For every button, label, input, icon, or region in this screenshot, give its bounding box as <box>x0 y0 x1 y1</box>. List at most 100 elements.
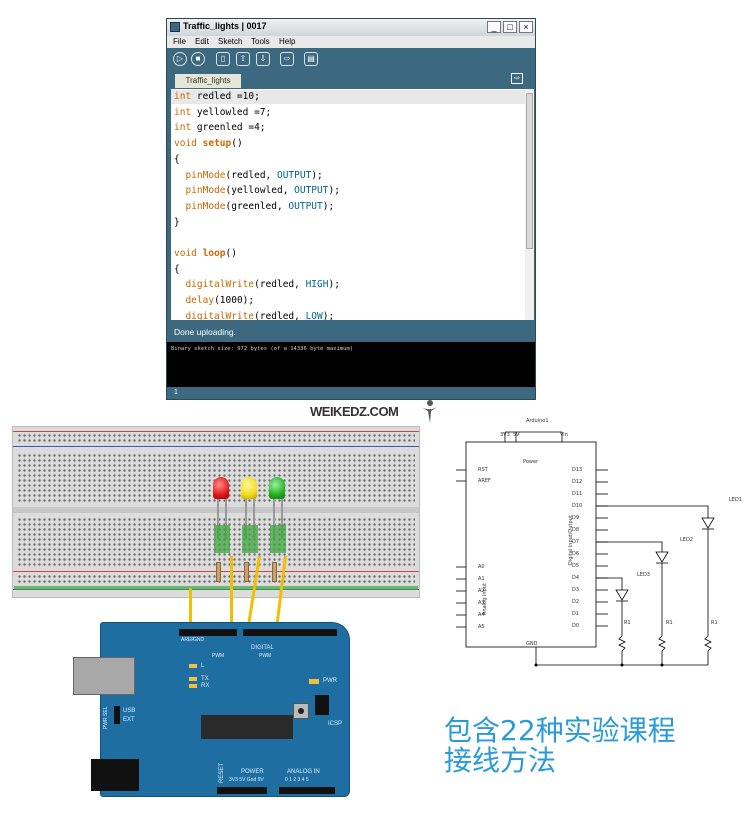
led-leg <box>225 499 227 539</box>
schematic-pin-label: D2 <box>572 599 580 605</box>
serial-monitor-icon[interactable]: ▤ <box>304 52 318 66</box>
pwr-led <box>309 679 319 684</box>
rx-led <box>189 684 197 688</box>
led3-label: LED3 <box>637 572 650 578</box>
power-label: Power <box>523 459 539 465</box>
menu-sketch[interactable]: Sketch <box>218 37 243 46</box>
code-line: pinMode(redled, OUTPUT); <box>185 169 323 181</box>
maximize-button[interactable]: □ <box>503 21 517 33</box>
gnd-label: GND <box>526 641 538 647</box>
wire-red <box>230 556 233 634</box>
title-bar[interactable]: Traffic_lights | 0017 _ □ × <box>167 19 535 36</box>
code-line: void setup() <box>174 138 243 150</box>
caption: 包含22种实验课程 接线方法 <box>444 716 676 776</box>
reset-button[interactable] <box>293 703 309 719</box>
tx-led <box>189 677 197 681</box>
code-editor[interactable]: int redled =10;int yellowled =7;int gree… <box>171 89 525 320</box>
save-icon[interactable]: ⇩ <box>256 52 270 66</box>
tab-menu-arrow-icon[interactable]: ⇨ <box>511 73 523 84</box>
gnd-label: GND <box>193 637 205 643</box>
arduino-ide-window: Traffic_lights | 0017 _ □ × File Edit Sk… <box>166 18 536 400</box>
minimize-button[interactable]: _ <box>487 21 501 33</box>
watermark-logo: WEIKEDZ.COM <box>310 404 399 419</box>
editor-scrollbar[interactable] <box>525 89 534 320</box>
digital-header-low <box>243 629 337 636</box>
line-number: 1 <box>174 389 178 396</box>
analog-in-label: ANALOG IN <box>287 769 320 775</box>
pwm-label: PWM <box>259 653 272 659</box>
l-led <box>189 664 197 668</box>
resistor-label: R1 <box>666 620 673 626</box>
code-line: { <box>174 153 180 165</box>
aref-label: AREF <box>181 637 195 643</box>
reset-button-cap[interactable] <box>298 708 304 714</box>
new-icon[interactable]: ▯ <box>216 52 230 66</box>
schematic-pin-label: D11 <box>572 491 583 497</box>
pin-vin: Vin <box>560 432 568 438</box>
schematic-pin-label: A0 <box>478 564 485 570</box>
schematic-pin-label: A3 <box>478 600 485 606</box>
schematic-diagram <box>456 431 715 667</box>
led-leg <box>245 499 247 539</box>
resistor <box>244 562 249 582</box>
power-label: POWER <box>241 769 264 775</box>
code-line: pinMode(yellowled, OUTPUT); <box>185 185 340 197</box>
close-button[interactable]: × <box>519 21 533 33</box>
menu-bar: File Edit Sketch Tools Help <box>167 36 535 48</box>
schematic-pin-label: A1 <box>478 576 485 582</box>
code-line: pinMode(greenled, OUTPUT); <box>185 200 335 212</box>
verify-icon[interactable]: ▷ <box>173 52 187 66</box>
pwm-label: PWM <box>212 653 225 659</box>
microcontroller-chip <box>201 715 293 739</box>
icsp-header <box>315 695 329 715</box>
led-leg <box>217 499 219 539</box>
resistor <box>272 562 277 582</box>
power-header <box>217 787 267 794</box>
tab-traffic-lights[interactable]: Traffic_lights <box>175 74 241 88</box>
scrollbar-thumb[interactable] <box>526 93 533 249</box>
code-line: } <box>174 216 180 228</box>
schematic-pin-label: D12 <box>572 479 583 485</box>
digital-label: DIGITAL <box>251 645 274 651</box>
connected-holes-highlight <box>214 525 230 553</box>
tab-bar: Traffic_lights ⇨ <box>167 70 535 88</box>
l-label: L <box>201 663 205 669</box>
menu-file[interactable]: File <box>173 37 186 46</box>
pin-3v3: 3V3 <box>500 432 510 438</box>
schematic-pin-label: D8 <box>572 527 580 533</box>
menu-help[interactable]: Help <box>279 37 296 46</box>
menu-edit[interactable]: Edit <box>195 37 209 46</box>
schematic-pin-label: D1 <box>572 611 580 617</box>
schematic-pin-label: D4 <box>572 575 580 581</box>
upload-icon[interactable]: ⇨ <box>280 52 294 66</box>
power-pins-label: 3V3 5V Gnd 9V <box>229 777 264 783</box>
code-line: int redled =10; <box>174 91 260 102</box>
power-rail-blue-top <box>13 446 419 447</box>
connected-holes-highlight <box>270 525 286 553</box>
led2-label: LED2 <box>680 537 693 543</box>
analog-header <box>279 787 335 794</box>
stop-icon[interactable]: ■ <box>191 52 205 66</box>
power-jack <box>91 759 139 791</box>
power-rail-red-top <box>13 431 419 432</box>
resistor-label: R1 <box>624 620 631 626</box>
wire-gnd <box>189 588 192 634</box>
status-bar: Done uploading. <box>167 322 535 342</box>
schematic-title: Arduino1 <box>526 418 549 424</box>
rail-holes-top <box>17 433 415 444</box>
schematic-pin-label: D3 <box>572 587 580 593</box>
schematic-pin-label: AREF <box>478 478 491 484</box>
pwr-sel-label: PWR SEL <box>103 706 109 729</box>
app-icon <box>170 22 180 32</box>
open-icon[interactable]: ⇧ <box>236 52 250 66</box>
pin-5v: 5V <box>513 432 520 438</box>
line-number-bar: 1 <box>167 387 535 399</box>
rx-label: RX <box>201 683 210 689</box>
schematic-pin-label: D6 <box>572 551 580 557</box>
caption-line-1: 包含22种实验课程 <box>444 714 676 747</box>
power-select-jumper[interactable] <box>114 706 120 724</box>
menu-tools[interactable]: Tools <box>251 37 270 46</box>
ext-label: EXT <box>123 717 135 723</box>
caption-line-2: 接线方法 <box>444 744 557 777</box>
reset-label: RESET <box>219 762 225 783</box>
